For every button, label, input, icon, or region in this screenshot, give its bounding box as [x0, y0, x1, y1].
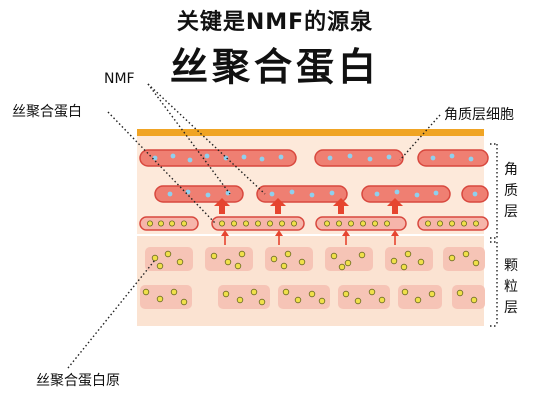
corneocyte-row-1	[139, 149, 489, 167]
label-profilaggrin: 丝聚合蛋白原	[36, 373, 120, 389]
label-nmf: NMF	[104, 71, 135, 87]
top-band	[137, 129, 484, 136]
label-stratum-corneum: 角 质 层	[504, 162, 518, 220]
profilaggrin-granules	[142, 250, 480, 306]
layer-bracket	[490, 143, 498, 327]
label-granular-layer: 颗 粒 层	[504, 258, 518, 316]
leader-lines	[67, 83, 441, 369]
filaggrin-row	[139, 216, 489, 231]
title-line-1: 关键是NMF的源泉	[176, 10, 374, 35]
up-arrow-icon	[214, 198, 403, 214]
title-line-2: 丝聚合蛋白	[169, 45, 380, 89]
corneocyte-row-2	[154, 185, 489, 203]
label-filaggrin: 丝聚合蛋白	[12, 104, 82, 120]
thin-up-arrow-icon	[221, 230, 399, 245]
label-corneocyte: 角质层细胞	[444, 107, 514, 123]
